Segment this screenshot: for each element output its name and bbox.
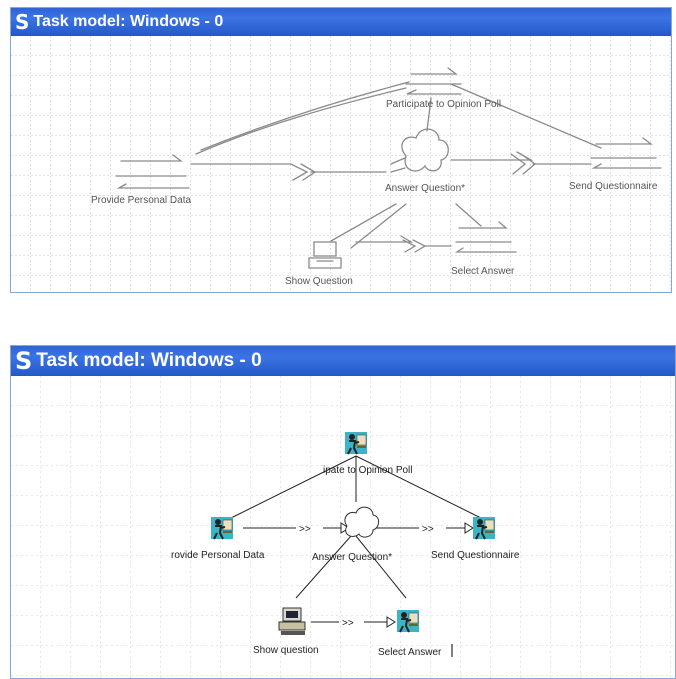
sketch-show-computer-icon[interactable] [308, 241, 342, 269]
window-title: Task model: Windows - 0 [33, 13, 224, 30]
sketch-provide-icon[interactable] [115, 154, 190, 189]
send-task-icon[interactable] [472, 516, 496, 540]
show-computer-icon[interactable] [278, 607, 306, 635]
sketch-show-label: Show Question [285, 276, 353, 287]
sketch-task-model-window: S Task model: Windows - 0 [10, 7, 672, 293]
window-titlebar[interactable]: S Task model: Windows - 0 [11, 346, 675, 376]
operator-enabling-1: >> [299, 524, 311, 535]
s-logo-icon: S [15, 347, 33, 375]
select-task-icon[interactable] [396, 609, 420, 633]
operator-enabling-3: >> [342, 618, 354, 629]
send-task-label: Send Questionnaire [431, 550, 520, 561]
sketch-send-label: Send Questionnaire [569, 181, 658, 192]
s-logo-icon: S [15, 10, 30, 34]
sketch-answer-label: Answer Question* [385, 183, 465, 194]
answer-cloud-icon[interactable] [344, 506, 380, 538]
sketch-select-label: Select Answer [451, 266, 515, 277]
window-title: Task model: Windows - 0 [36, 350, 262, 371]
select-task-label: Select Answer [378, 647, 442, 658]
operator-enabling-2: >> [422, 524, 434, 535]
provide-task-label: rovide Personal Data [171, 550, 265, 561]
show-task-label: Show question [253, 645, 319, 656]
sketch-send-icon[interactable] [590, 137, 662, 169]
window-titlebar[interactable]: S Task model: Windows - 0 [11, 8, 671, 36]
sketch-canvas[interactable]: Participate to Opinion Poll Provide Pers… [11, 36, 671, 292]
sketch-provide-label: Provide Personal Data [91, 195, 191, 206]
sketch-answer-cloud-icon[interactable] [390, 128, 449, 173]
participate-task-icon[interactable] [344, 431, 368, 455]
sketch-participate-label: Participate to Opinion Poll [386, 99, 501, 110]
formal-task-model-window: S Task model: Windows - 0 [10, 345, 676, 679]
participate-task-label: ipate to Opinion Poll [323, 465, 413, 476]
answer-task-label: Answer Question* [312, 552, 392, 563]
provide-task-icon[interactable] [210, 516, 234, 540]
task-model-canvas[interactable]: >> >> >> ipate to Opinion Poll rovide Pe… [11, 376, 675, 678]
sketch-select-icon[interactable] [454, 221, 517, 253]
